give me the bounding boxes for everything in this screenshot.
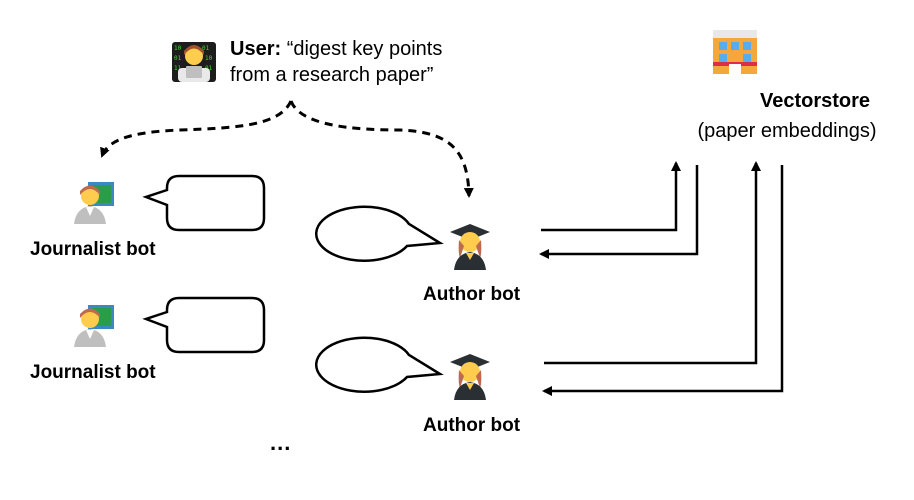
author2-response-arrow bbox=[542, 165, 784, 396]
vectorstore-subtitle: (paper embeddings) bbox=[697, 120, 877, 142]
teacher-icon bbox=[74, 182, 114, 224]
building-icon bbox=[713, 30, 757, 74]
journalist-bot-label: Journalist bot bbox=[30, 362, 156, 383]
svg-text:11: 11 bbox=[174, 65, 182, 72]
author1-response-arrow bbox=[539, 165, 699, 259]
user-to-author-arrow bbox=[289, 100, 474, 198]
svg-text:01: 01 bbox=[174, 55, 182, 62]
svg-text:01: 01 bbox=[202, 45, 210, 52]
more-bots-ellipsis: ... bbox=[270, 430, 292, 455]
author-speech-bubble bbox=[315, 336, 444, 393]
graduate-icon bbox=[450, 354, 490, 400]
author2-query-arrow bbox=[544, 161, 761, 365]
user-quote-text1: “digest key points bbox=[286, 38, 443, 60]
author1-query-arrow bbox=[541, 161, 681, 232]
graduate-icon bbox=[450, 224, 490, 270]
journalist-bot-label: Journalist bot bbox=[30, 239, 156, 260]
svg-text:10: 10 bbox=[174, 45, 182, 52]
author-speech-bubble bbox=[315, 205, 444, 262]
journalist-speech-bubble bbox=[142, 296, 266, 354]
author-bot-label: Author bot bbox=[423, 284, 521, 305]
svg-text:01: 01 bbox=[205, 65, 213, 72]
journalist-speech-bubble bbox=[142, 174, 266, 232]
technologist-icon: 10 01 01 10 11 01 bbox=[172, 42, 216, 82]
user-quote: User: “digest key points from a research… bbox=[230, 36, 442, 88]
vectorstore-title: Vectorstore bbox=[759, 90, 871, 112]
author-bot-label: Author bot bbox=[423, 415, 521, 436]
user-quote-line2: from a research paper” bbox=[230, 64, 434, 86]
user-label: User: bbox=[230, 38, 282, 60]
teacher-icon bbox=[74, 305, 114, 347]
user-to-journalist-arrow bbox=[100, 100, 293, 158]
user-quote-line1: User: “digest key points bbox=[230, 36, 442, 62]
svg-text:10: 10 bbox=[205, 55, 213, 62]
